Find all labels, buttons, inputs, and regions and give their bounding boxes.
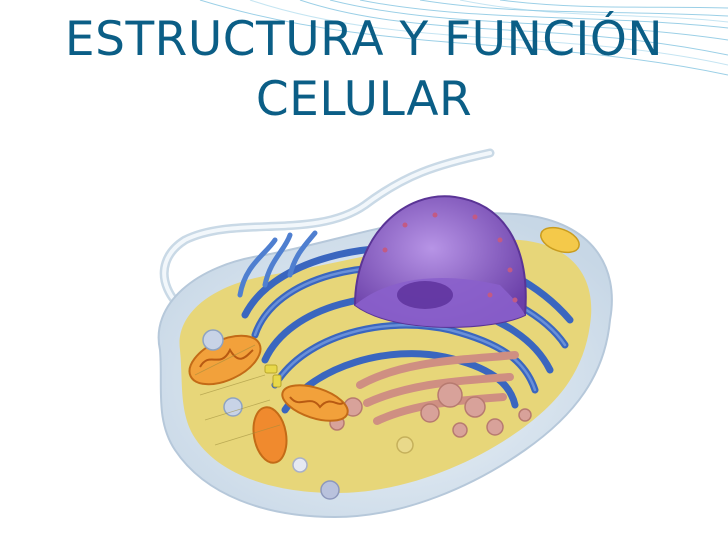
title-line-2: CELULAR [255, 72, 473, 127]
lipid-droplet [540, 226, 580, 254]
nuclear-pores [382, 212, 518, 303]
title-line-1: ESTRUCTURA Y FUNCIÓN [64, 12, 664, 67]
golgi-apparatus [356, 351, 519, 425]
mitochondrion-3 [252, 406, 288, 464]
cell-diagram-image [157, 148, 613, 519]
lysosomes [202, 329, 414, 500]
mitochondrion-2 [281, 384, 349, 422]
nucleolus [397, 281, 453, 309]
cytoskeleton [194, 344, 281, 446]
slide-title: ESTRUCTURA Y FUNCIÓN CELULAR [0, 10, 728, 130]
centriole [264, 364, 282, 388]
smooth-er [237, 230, 318, 298]
cell-illustration [105, 145, 630, 525]
